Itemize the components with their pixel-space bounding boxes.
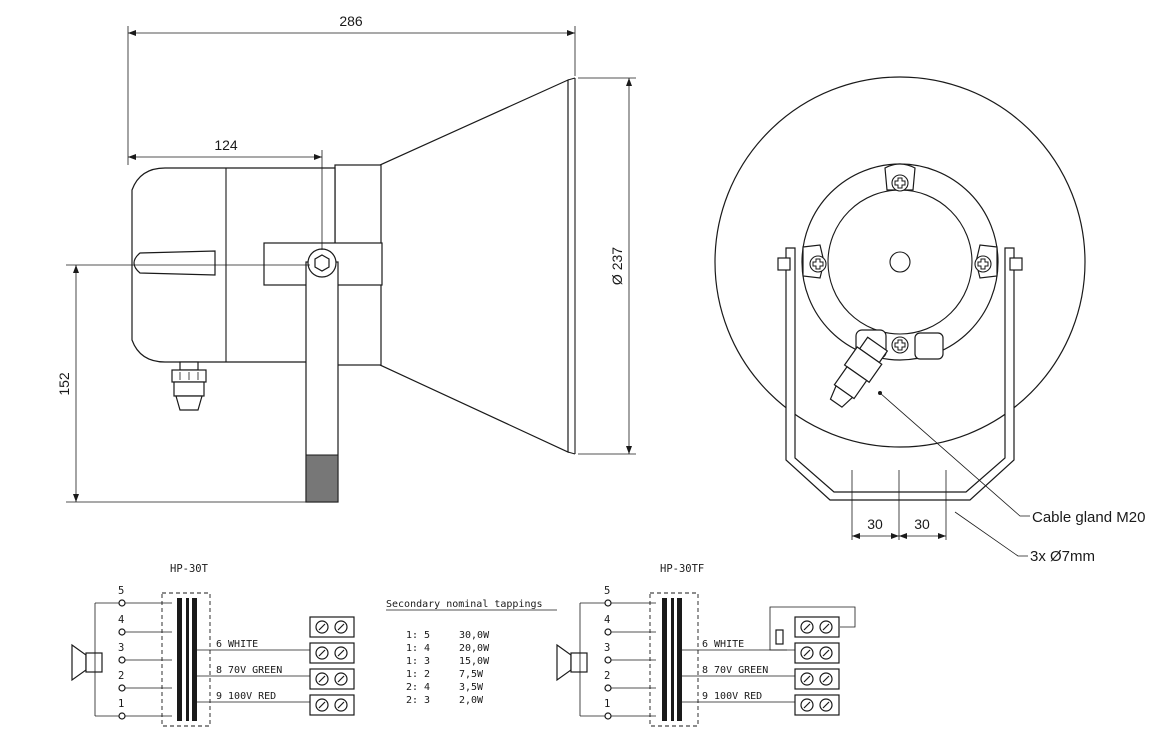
terminal-blocks xyxy=(794,616,840,716)
front-view: 30 30 Cable gland M20 3x Ø7mm xyxy=(714,76,1145,565)
output-label-red: 9 100V RED xyxy=(216,691,276,702)
callout-cable-gland: Cable gland M20 xyxy=(1032,509,1145,526)
lever-handle xyxy=(133,250,216,276)
dim-mount-height: 152 xyxy=(56,372,72,396)
wiring-diagram-hp-30t: HP-30T 5 4 3 2 1 6 WHITE 8 70V GREEN 9 1… xyxy=(71,563,355,727)
tapping-power: 20,0W xyxy=(459,643,490,654)
dim-body-length: 124 xyxy=(214,137,238,153)
center-hole xyxy=(889,251,911,273)
transformer-box xyxy=(649,592,699,727)
tappings-title: Secondary nominal tappings xyxy=(386,599,543,610)
output-label-white: 6 WHITE xyxy=(216,639,258,650)
tapping-power: 3,5W xyxy=(459,682,484,693)
dim-overall-length: 286 xyxy=(339,13,363,29)
tapping-power: 2,0W xyxy=(459,695,484,706)
tap-label-1: 1 xyxy=(604,698,610,710)
taps: 5 4 3 2 1 xyxy=(118,585,172,720)
driver-flange xyxy=(801,163,999,361)
taps: 5 4 3 2 1 xyxy=(604,585,656,720)
tapping-table: Secondary nominal tappings 1: 5 30,0W 1:… xyxy=(386,599,557,706)
tap-label-5: 5 xyxy=(604,585,610,597)
side-view: 286 124 152 Ø 237 xyxy=(56,13,636,503)
tapping-ratio: 1: 5 xyxy=(406,630,430,641)
tap-label-3: 3 xyxy=(118,642,124,654)
tap-label-4: 4 xyxy=(118,614,124,626)
tap-label-1: 1 xyxy=(118,698,124,710)
tapping-power: 7,5W xyxy=(459,669,484,680)
speaker-symbol xyxy=(71,643,87,682)
mounting-bracket xyxy=(777,247,1023,501)
dim-hole-spacing-1: 30 xyxy=(867,516,883,532)
callout-holes: 3x Ø7mm xyxy=(1030,548,1095,565)
model-label-hp-30t: HP-30T xyxy=(170,563,209,575)
tap-label-5: 5 xyxy=(118,585,124,597)
output-label-green: 8 70V GREEN xyxy=(702,665,768,676)
terminal-blocks xyxy=(309,616,355,716)
output-label-green: 8 70V GREEN xyxy=(216,665,282,676)
tap-label-3: 3 xyxy=(604,642,610,654)
tapping-ratio: 1: 2 xyxy=(406,669,430,680)
horn-cone xyxy=(379,79,569,453)
tapping-power: 15,0W xyxy=(459,656,490,667)
tap-label-2: 2 xyxy=(604,670,610,682)
speaker-symbol xyxy=(556,643,572,682)
tapping-ratio: 2: 4 xyxy=(406,682,430,693)
output-label-white: 6 WHITE xyxy=(702,639,744,650)
model-label-hp-30tf: HP-30TF xyxy=(660,563,704,575)
tapping-ratio: 2: 3 xyxy=(406,695,430,706)
tapping-ratio: 1: 4 xyxy=(406,643,430,654)
dim-horn-diameter: Ø 237 xyxy=(609,247,625,285)
dim-hole-spacing-2: 30 xyxy=(914,516,930,532)
fuse-symbol xyxy=(775,629,784,645)
wiring-diagram-hp-30tf: HP-30TF 5 4 3 2 1 6 WHITE 8 70V GREEN 9 … xyxy=(556,563,856,727)
tap-label-4: 4 xyxy=(604,614,610,626)
tap-label-2: 2 xyxy=(118,670,124,682)
output-label-red: 9 100V RED xyxy=(702,691,762,702)
cable-gland-side xyxy=(171,361,207,411)
tapping-ratio: 1: 3 xyxy=(406,656,430,667)
cable-gland-front xyxy=(829,336,889,408)
tapping-power: 30,0W xyxy=(459,630,490,641)
transformer-box xyxy=(161,592,211,727)
